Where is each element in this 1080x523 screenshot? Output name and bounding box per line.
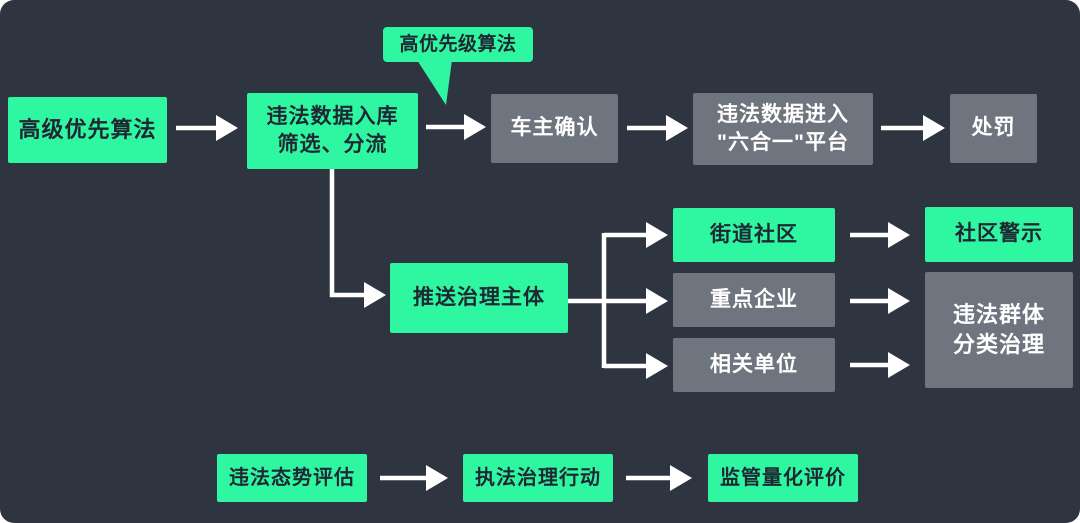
callout-tail	[417, 60, 452, 105]
arrow-unit-to-group	[850, 352, 910, 378]
box-target-related-unit: 相关单位	[673, 338, 835, 392]
arrow-algorithm-to-intake	[176, 115, 238, 141]
box-enforcement-governance-action: 执法治理行动	[463, 454, 613, 502]
arrow-assessment-to-action	[380, 465, 448, 491]
arrow-community-to-warning	[850, 222, 910, 248]
box-supervision-quantitative-evaluation: 监管量化评价	[708, 454, 858, 502]
arrow-action-to-evaluation	[626, 465, 692, 491]
box-punishment: 处罚	[950, 94, 1037, 163]
box-platform-entry: 违法数据进入 "六合一"平台	[693, 93, 873, 165]
arrow-owner-to-platform	[627, 115, 688, 141]
callout-high-priority-algorithm: 高优先级算法	[383, 27, 533, 62]
bracket-push-to-targets	[567, 222, 668, 379]
box-violation-data-intake: 违法数据入库 筛选、分流	[247, 93, 418, 169]
arrow-intake-to-owner	[426, 114, 486, 140]
box-push-governance-subject: 推送治理主体	[390, 263, 568, 333]
box-target-street-community: 街道社区	[673, 208, 835, 262]
box-owner-confirmation: 车主确认	[491, 94, 618, 163]
box-violation-situation-assessment: 违法态势评估	[217, 454, 367, 502]
box-community-warning: 社区警示	[925, 207, 1073, 262]
arrow-intake-to-push-subject	[329, 169, 386, 308]
box-advanced-priority-algorithm: 高级优先算法	[8, 97, 167, 163]
arrow-platform-to-punishment	[881, 115, 945, 141]
box-target-key-enterprise: 重点企业	[673, 273, 835, 327]
arrow-enterprise-to-group	[850, 288, 910, 314]
box-violation-group-governance: 违法群体 分类治理	[925, 272, 1073, 388]
